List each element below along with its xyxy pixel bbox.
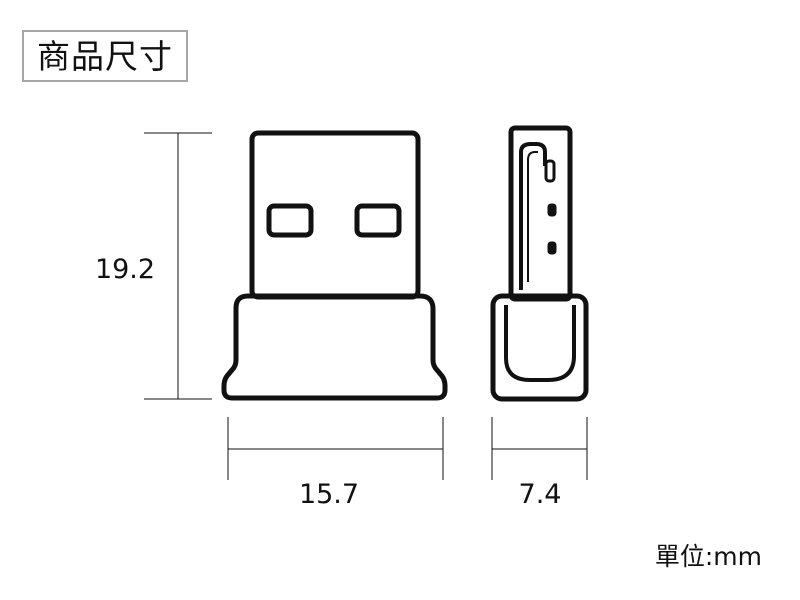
title-box: 商品尺寸 bbox=[22, 30, 188, 82]
depth-label: 7.4 bbox=[519, 479, 562, 510]
usb-plug-side bbox=[508, 125, 573, 302]
adapter-body-side bbox=[490, 293, 589, 402]
adapter-body-front bbox=[221, 293, 448, 401]
usb-contact-left bbox=[266, 203, 314, 238]
page-title: 商品尺寸 bbox=[37, 36, 173, 76]
width-label: 15.7 bbox=[299, 479, 359, 510]
height-dimension bbox=[144, 132, 212, 400]
height-label: 19.2 bbox=[95, 254, 155, 285]
usb-plug-front bbox=[249, 130, 421, 300]
depth-dimension bbox=[491, 417, 588, 480]
usb-contact-right bbox=[354, 203, 402, 238]
usb-plug-inner-line bbox=[527, 151, 538, 282]
front-view bbox=[221, 130, 448, 401]
side-slot-bottom bbox=[547, 241, 557, 255]
side-view bbox=[490, 125, 589, 402]
unit-label: 單位:mm bbox=[654, 542, 762, 571]
width-dimension bbox=[227, 417, 444, 480]
usb-plug-inner-edge bbox=[519, 142, 547, 290]
adapter-body-side-inner bbox=[504, 305, 576, 382]
side-slot-middle bbox=[547, 203, 557, 217]
side-slot-top bbox=[544, 159, 556, 183]
